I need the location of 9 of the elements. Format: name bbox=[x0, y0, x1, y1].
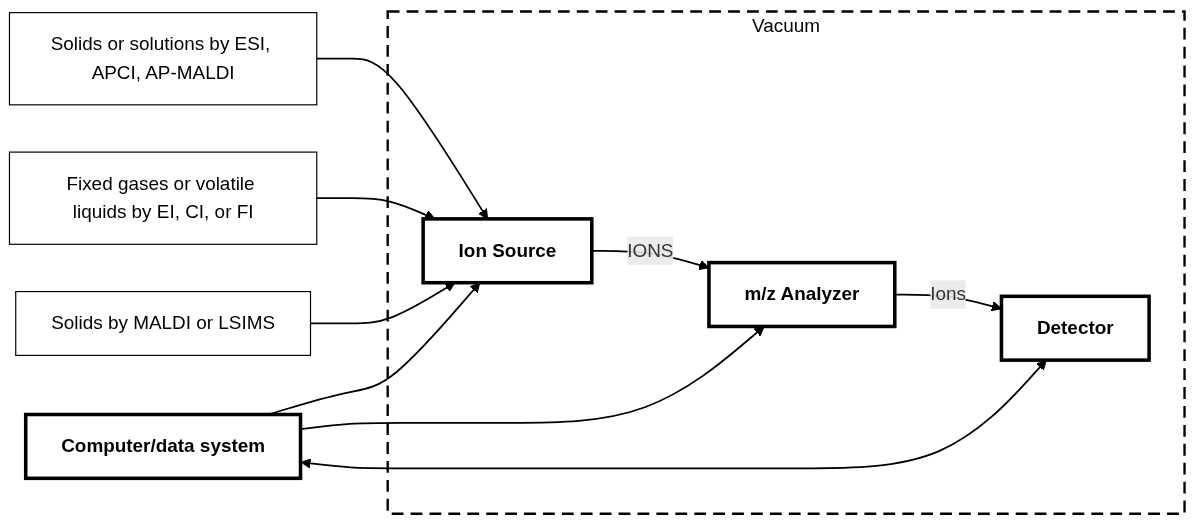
edge-label: Ions bbox=[930, 284, 966, 305]
node-box: Fixed gases or volatile liquids by EI, CI, or FI bbox=[8, 151, 318, 246]
node-box: Detector bbox=[999, 294, 1151, 363]
node-box: Ion Source bbox=[421, 217, 594, 285]
node-box: Solids or solutions by ESI, APCI, AP-MALDI bbox=[8, 12, 318, 106]
node-box: Solids by MALDI or LSIMS bbox=[15, 291, 312, 357]
edge-label: IONS bbox=[627, 240, 674, 261]
node-box: Computer/data system bbox=[23, 413, 303, 481]
node-box: m/z Analyzer bbox=[707, 261, 897, 329]
